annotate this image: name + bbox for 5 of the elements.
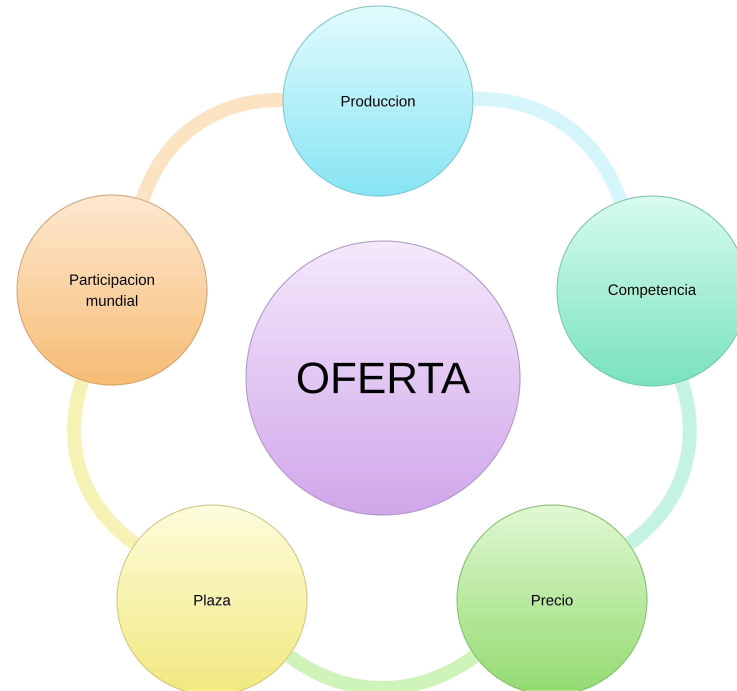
ring-segment <box>285 650 479 691</box>
ring-segment <box>67 378 140 550</box>
ring-segment <box>136 92 283 202</box>
ring-segment <box>473 92 627 204</box>
ring-segment <box>624 380 697 550</box>
